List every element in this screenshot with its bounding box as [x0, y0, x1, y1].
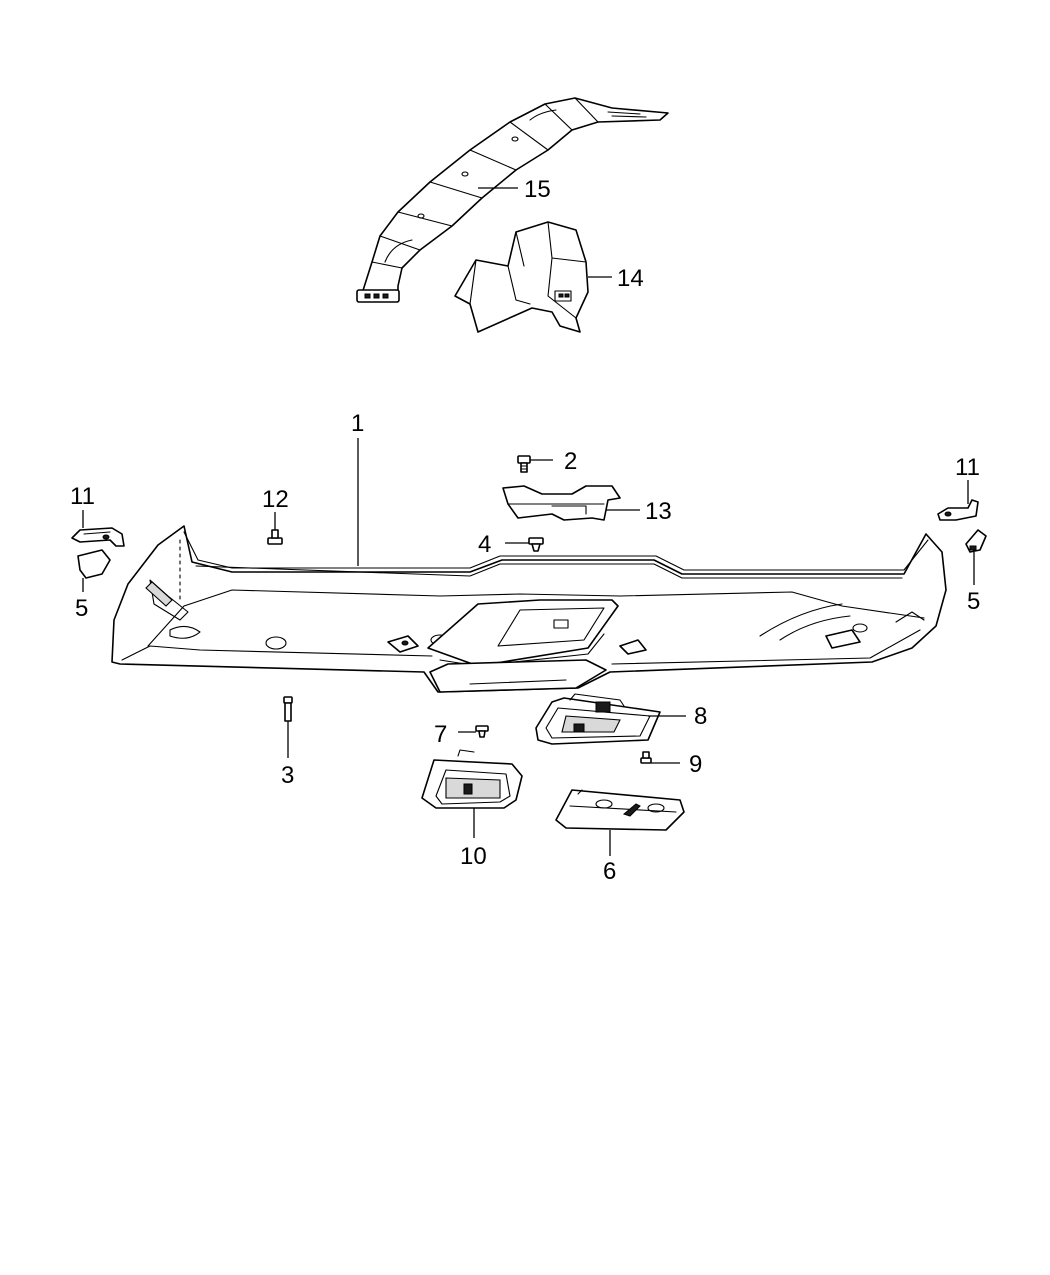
callout-9: 9 [689, 751, 702, 778]
callout-11-left: 11 [70, 483, 95, 510]
callout-8: 8 [694, 703, 707, 730]
part-13-bracket-plate [502, 485, 621, 521]
part-5-left-cap [77, 549, 111, 579]
part-8-lamp-housing [535, 693, 661, 745]
callout-11-right: 11 [955, 454, 980, 481]
callout-12: 12 [262, 486, 289, 513]
callout-1: 1 [351, 410, 364, 437]
callout-3: 3 [281, 762, 294, 789]
part-10-console-bezel [421, 749, 523, 809]
callout-15: 15 [524, 176, 551, 203]
callout-2: 2 [564, 448, 577, 475]
part-11-left-clip [71, 527, 125, 547]
part-14-mounting-bracket [454, 221, 589, 333]
part-1-headliner-console [111, 525, 947, 693]
part-7-clip [475, 725, 489, 738]
callout-10: 10 [460, 843, 487, 870]
part-11-right-clip [937, 499, 979, 521]
part-4-clip [528, 537, 544, 552]
callout-5-right: 5 [967, 588, 980, 615]
callout-13: 13 [645, 498, 672, 525]
callout-14: 14 [617, 265, 644, 292]
callout-labels: 15 14 1 2 13 4 11 5 12 11 5 3 7 8 9 10 6 [70, 176, 980, 885]
part-9-screw [640, 751, 652, 764]
part-5-right-cap [965, 529, 987, 553]
part-12-fastener [267, 529, 283, 545]
callout-4: 4 [478, 531, 491, 558]
callout-5-left: 5 [75, 595, 88, 622]
callout-7: 7 [434, 721, 447, 748]
part-6-switch-bank [555, 789, 685, 831]
part-15-roof-reinforcement [356, 97, 669, 303]
part-3-bolt [283, 696, 293, 722]
callout-6: 6 [603, 858, 616, 885]
leader-lines [82, 187, 975, 856]
part-2-screw [517, 455, 531, 473]
